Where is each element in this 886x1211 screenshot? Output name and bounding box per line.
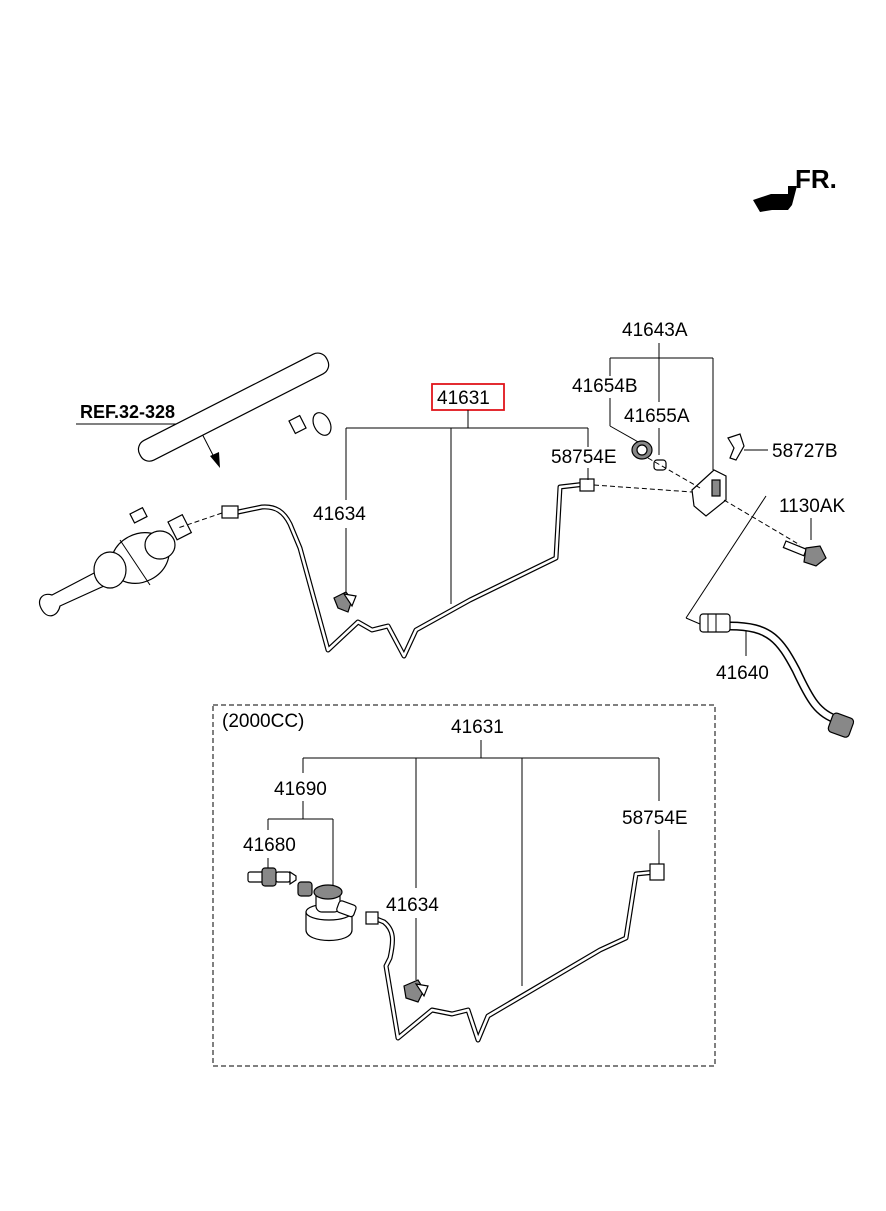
boot-front [93,551,127,589]
bracket-dash-b [647,457,701,489]
front-direction-indicator: FR. [753,164,837,212]
variant-callouts: 41631 41690 41680 41634 58754E [243,717,688,986]
reservoir-cap [313,884,343,900]
collar-ring [288,414,307,435]
fitting-41680-end [275,871,291,883]
clip-jaw [342,593,357,608]
tube-nut-right [579,478,595,492]
reservoir-outlet [336,900,357,918]
variant-tube-fill [372,870,658,1042]
callout-1130AK: 1130AK [779,496,846,517]
variant-reservoir-drawing [297,881,357,941]
bracket-dash-a [593,484,693,493]
bracket-assembly-drawing [593,433,827,625]
bolt-1130AK-icon [782,540,808,557]
bracket-tab [129,506,148,524]
bracket-slot [711,479,721,497]
main-callouts: 41631 41634 58754E 41643A 41654B 41655A … [313,320,846,684]
fitting-41680-tip [289,870,297,886]
fitting-41680-body [261,867,277,887]
callout-58754E: 58754E [551,447,617,468]
clip-58727B-icon [727,433,745,461]
variant-tube-nut-left [365,911,379,925]
callout-41654B: 41654B [572,376,638,397]
hose-link-line-b [685,617,701,625]
callout-58727B: 58727B [772,441,838,462]
front-arrow-icon [753,186,797,212]
front-label: FR. [795,164,837,194]
bolt-head [803,545,827,567]
reservoir-outlet-ring [297,881,313,897]
leader-41654B-b [609,425,641,444]
hose-end-fitting [699,613,731,633]
tube-nut-left [221,505,239,519]
reference-label: REF.32-328 [80,402,175,422]
variant-callout-41690: 41690 [274,779,327,800]
callout-41643A: 41643A [622,320,688,341]
hose-link-line-a [685,495,767,619]
reference-arrow-icon [210,452,220,468]
callout-41634: 41634 [313,504,366,525]
variant-callout-41634: 41634 [386,895,439,916]
pushrod [39,571,105,617]
grommet-hole [636,444,648,456]
variant-clip-drawing [403,979,429,1003]
variant-title: (2000CC) [222,711,304,732]
boot-rear [144,530,176,560]
bracket-41643A-icon [691,469,727,517]
hose-41640-drawing [699,613,855,738]
callout-41631: 41631 [437,388,490,409]
master-cylinder-drawing [39,352,332,617]
master-cylinder-tube [137,352,330,462]
main-tube-route [177,478,595,659]
variant-callout-41631: 41631 [451,717,504,738]
bushing-41655A-icon [653,459,667,471]
master-cylinder-end-cap [312,412,332,436]
main-tube-fill [236,482,588,658]
callout-41640: 41640 [716,663,769,684]
callout-41655A: 41655A [624,406,690,427]
variant-box [212,704,716,1067]
hose-end-nut [827,712,855,738]
variant-callout-41680: 41680 [243,835,296,856]
variant-tube-route [365,863,665,1043]
bracket-dash-c [723,499,801,546]
flange-line [119,539,151,586]
variant-callout-58754E: 58754E [622,808,688,829]
hose-fill [727,623,841,723]
variant-clip-jaw [414,983,429,998]
variant-fitting-drawing [247,867,297,887]
clip-41634-drawing [333,591,357,613]
variant-tube-nut-right [649,863,665,881]
